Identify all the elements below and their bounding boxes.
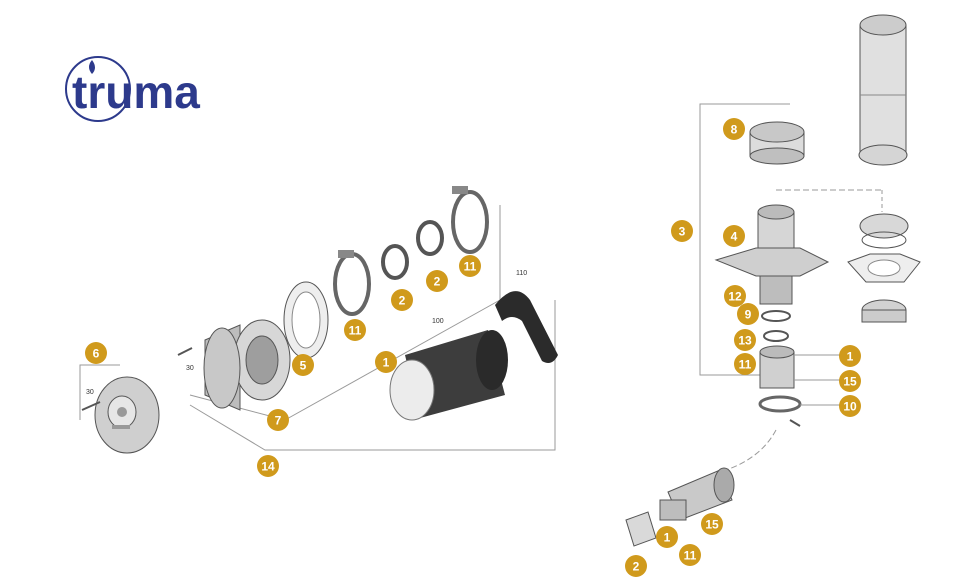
callout-badge-right-4: 4 (723, 225, 745, 247)
screw-part (81, 347, 193, 411)
truma-logo-text: truma (72, 66, 200, 118)
callout-number: 4 (731, 230, 738, 244)
callout-badge-left-2b: 2 (426, 270, 448, 292)
gasket-part (283, 281, 329, 359)
callout-number: 1 (383, 356, 390, 370)
flex-hose-connector-part (659, 467, 735, 521)
callout-number: 13 (738, 334, 752, 348)
group-bracket-3 (699, 103, 790, 376)
callout-number: 15 (843, 375, 857, 389)
callout-badge-right-1: 1 (839, 345, 861, 367)
bracket-label: 110 (516, 270, 527, 277)
cover-plate-part (94, 376, 160, 454)
truma-logo: truma (65, 56, 200, 122)
callout-number: 11 (739, 358, 752, 372)
adapter-ring-part (859, 213, 909, 249)
callout-number: 15 (705, 518, 719, 532)
callout-number: 12 (728, 290, 742, 304)
insulated-hose-part (389, 330, 508, 421)
callout-badge-right-8: 8 (723, 118, 745, 140)
group-bracket-6 (79, 364, 120, 420)
hose-clamp-part-b (451, 186, 489, 254)
callout-badge-right-11: 11 (734, 353, 756, 375)
callout-number: 2 (434, 275, 441, 289)
callout-badge-left-14: 14 (257, 455, 279, 477)
callout-badge-right-10: 10 (839, 395, 861, 417)
callout-badge-right-3: 3 (671, 220, 693, 242)
chimney-tube-part (858, 14, 908, 166)
callout-number: 11 (684, 549, 697, 563)
bottom-clip-part (625, 511, 657, 547)
seal-plate-part (847, 253, 921, 283)
lower-ring-part (861, 299, 907, 323)
hose-clamp-part (333, 250, 371, 316)
callout-badge-left-11a: 11 (344, 319, 366, 341)
callout-badge-left-5: 5 (292, 354, 314, 376)
ring-part-9 (761, 310, 791, 322)
screw-label-a: 30 (86, 389, 94, 396)
callout-number: 11 (464, 260, 477, 274)
callout-number: 9 (745, 308, 752, 322)
callout-badge-left-11b: 11 (459, 255, 481, 277)
mounting-clip-part (381, 220, 444, 280)
callout-number: 2 (633, 560, 640, 574)
tiny-screw-part (789, 419, 801, 427)
callout-number: 5 (300, 359, 307, 373)
callout-badge-bottom-1: 1 (656, 526, 678, 548)
strap-bracket-part (495, 291, 558, 363)
callout-badge-left-7: 7 (267, 409, 289, 431)
callout-number: 1 (847, 350, 854, 364)
ring-part-13 (763, 330, 789, 342)
callout-badge-left-6: 6 (85, 342, 107, 364)
cowl-cap-part (749, 121, 805, 165)
callout-badge-right-9: 9 (737, 303, 759, 325)
callout-badge-right-13: 13 (734, 329, 756, 351)
callout-number: 1 (664, 531, 671, 545)
callout-badge-bottom-11: 11 (679, 544, 701, 566)
callout-number: 2 (399, 294, 406, 308)
callout-badge-left-1: 1 (375, 351, 397, 373)
callout-badge-left-2a: 2 (391, 289, 413, 311)
callout-badge-right-12: 12 (724, 285, 746, 307)
clamp-ring-part-10 (758, 395, 802, 413)
flange-funnel-part (203, 319, 291, 411)
callout-number: 11 (349, 324, 362, 338)
coupling-part (759, 345, 795, 389)
roof-base-part (714, 204, 830, 305)
callout-number: 14 (261, 460, 275, 474)
callout-number: 6 (93, 347, 100, 361)
callout-badge-right-15: 15 (839, 370, 861, 392)
callout-number: 3 (679, 225, 686, 239)
callout-number: 10 (843, 400, 857, 414)
group-bracket-14 (189, 300, 556, 451)
connection-dash (719, 429, 777, 473)
callout-badge-bottom-2: 2 (625, 555, 647, 577)
callout-number: 7 (275, 414, 282, 428)
leader-lines-right (794, 354, 845, 406)
screw-label-b: 30 (186, 365, 194, 372)
insulation-label: 100 (432, 318, 444, 325)
callout-number: 8 (731, 123, 738, 137)
callout-badge-bottom-15: 15 (701, 513, 723, 535)
